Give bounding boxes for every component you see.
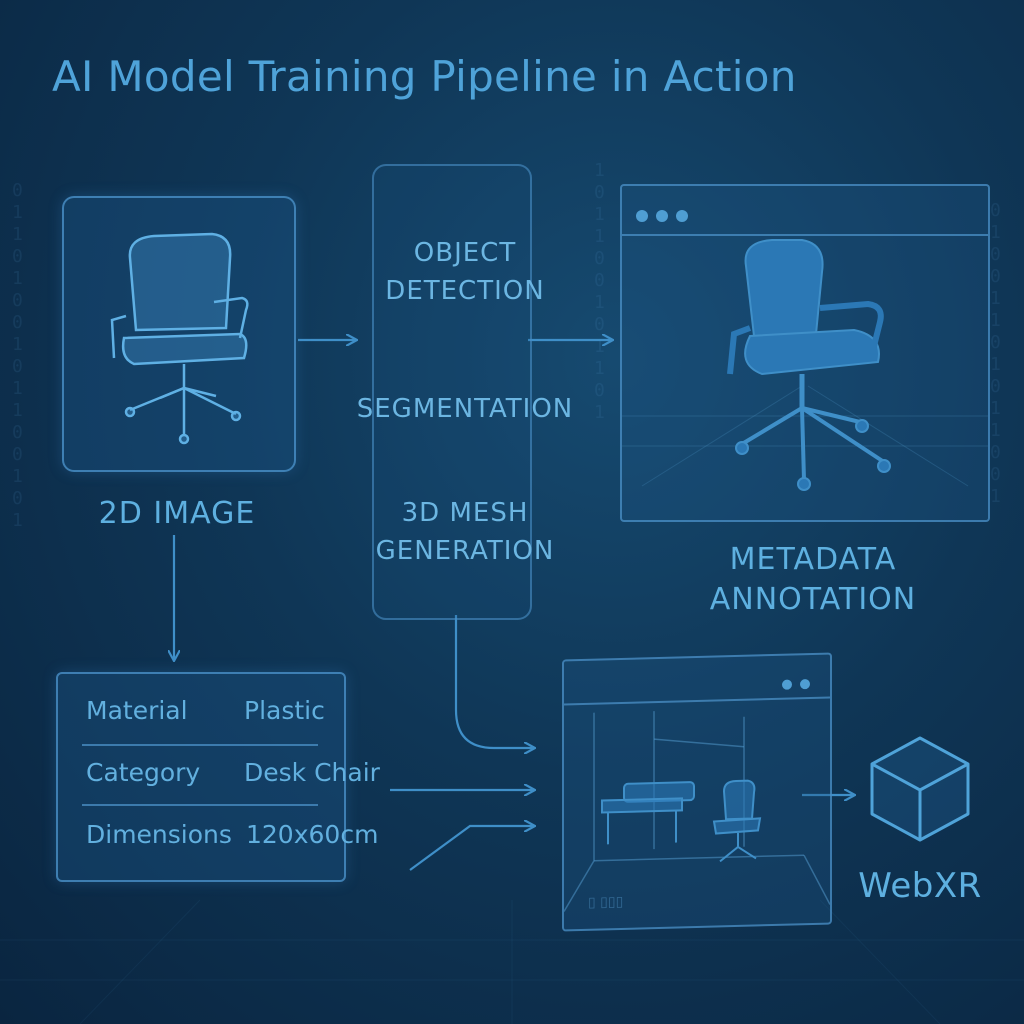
steps-column bbox=[372, 164, 532, 620]
chair-3d-icon bbox=[622, 239, 988, 491]
image-panel bbox=[62, 196, 296, 472]
window-dot bbox=[676, 210, 688, 222]
binary-background: 0 1 0 0 1 1 0 1 0 1 1 0 0 1 bbox=[990, 200, 1001, 507]
page-title: AI Model Training Pipeline in Action bbox=[52, 52, 797, 101]
room-scene-icon bbox=[564, 711, 830, 912]
metadata-table: Material Plastic Category Desk Chair Dim… bbox=[56, 672, 380, 882]
table-divider bbox=[82, 744, 318, 746]
webxr-label: WebXR bbox=[858, 866, 982, 906]
image-label: 2D IMAGE bbox=[98, 496, 256, 531]
table-row-key: Material bbox=[86, 696, 188, 725]
arrow-table-to-scene-2 bbox=[409, 826, 534, 871]
step-3d-mesh-generation: 3D MESH GENERATION bbox=[375, 498, 555, 566]
binary-background: 1 0 1 1 0 0 1 0 1 1 0 1 bbox=[594, 160, 605, 423]
chair-icon bbox=[110, 232, 249, 445]
table-row-value: 120x60cm bbox=[246, 820, 379, 849]
window-dot bbox=[656, 210, 668, 222]
arrow-steps-to-scene bbox=[454, 615, 534, 748]
table-row-value: Plastic bbox=[244, 696, 325, 725]
metadata-window bbox=[620, 184, 990, 522]
window-titlebar-line bbox=[622, 234, 988, 236]
table-divider bbox=[82, 804, 318, 806]
step-object-detection: OBJECT DETECTION bbox=[385, 238, 545, 306]
scene-window: ▯ ▯▯▯ bbox=[562, 652, 832, 932]
metadata-label: METADATA ANNOTATION bbox=[709, 542, 917, 617]
table-row-key: Dimensions bbox=[86, 820, 232, 849]
step-segmentation: SEGMENTATION bbox=[356, 394, 574, 424]
window-dot bbox=[636, 210, 648, 222]
table-row-value: Desk Chair bbox=[244, 758, 380, 787]
binary-background: 0 1 1 0 1 0 0 1 0 1 1 0 0 1 0 1 bbox=[12, 180, 23, 531]
table-row-key: Category bbox=[86, 758, 201, 787]
